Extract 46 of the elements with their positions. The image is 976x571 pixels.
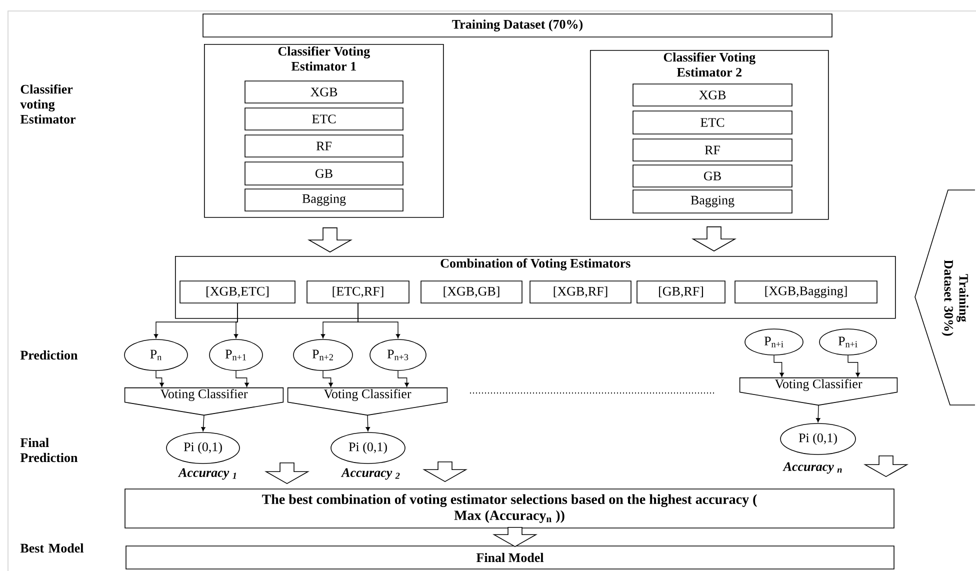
classifier-box: RF — [632, 138, 792, 162]
pair-box: [XGB,RF] — [530, 280, 632, 304]
arrow — [322, 370, 333, 388]
classifier-box: GB — [632, 164, 792, 188]
arrow — [358, 303, 400, 338]
row-label: Classifier voting Estimator — [20, 84, 76, 124]
classifier-box: Bagging — [244, 188, 404, 212]
pair-box: [XGB,Bagging] — [734, 280, 878, 304]
accuracy-label: Accuracy $_{1}$ — [178, 468, 236, 480]
accuracy-label: Accuracy $_{n}$ — [782, 462, 842, 474]
block-arrow — [264, 462, 310, 484]
pair-box: [GB,RF] — [636, 280, 726, 304]
arrow — [236, 370, 249, 388]
arrow — [366, 414, 370, 432]
classifier-box: XGB — [244, 80, 404, 104]
voting-funnel: Voting Classifier — [287, 387, 448, 416]
arrow — [234, 303, 238, 338]
model-box: Final Model — [126, 546, 894, 570]
classifier-box: Bagging — [632, 190, 792, 214]
arrow — [848, 355, 860, 378]
row-label: Prediction — [20, 350, 78, 360]
voting-funnel: Voting Classifier — [739, 377, 898, 406]
classifier-box: ETC — [632, 110, 792, 134]
arrow — [398, 370, 409, 388]
arrow — [201, 414, 206, 432]
row-label: Final Prediction — [20, 438, 78, 462]
block-arrow — [422, 462, 468, 482]
block-arrow — [308, 227, 353, 252]
dataset-box: Training Dataset (70%) — [202, 14, 832, 38]
voting-funnel: Voting Classifier — [124, 387, 284, 416]
block-arrow — [692, 226, 737, 252]
accuracy-label: Accuracy $_{2}$ — [340, 468, 400, 480]
pair-box: [ETC,RF] — [306, 280, 410, 304]
pair-box: [XGB,ETC] — [180, 280, 296, 304]
arrow — [774, 355, 784, 378]
classifier-box: GB — [244, 162, 404, 186]
result-box: The best combination of voting estimator selections based on the highest accuracy ( Max (Accuracy$_{n}$ )) — [124, 488, 894, 528]
pair-box: [XGB,GB] — [420, 280, 522, 304]
arrow — [816, 404, 820, 422]
row-label: Best Model — [20, 543, 84, 553]
arrow — [156, 370, 164, 388]
block-arrow — [492, 527, 538, 548]
classifier-box: ETC — [244, 108, 404, 130]
block-arrow — [864, 456, 909, 478]
classifier-box: XGB — [632, 84, 792, 106]
classifier-box: RF — [244, 134, 404, 158]
